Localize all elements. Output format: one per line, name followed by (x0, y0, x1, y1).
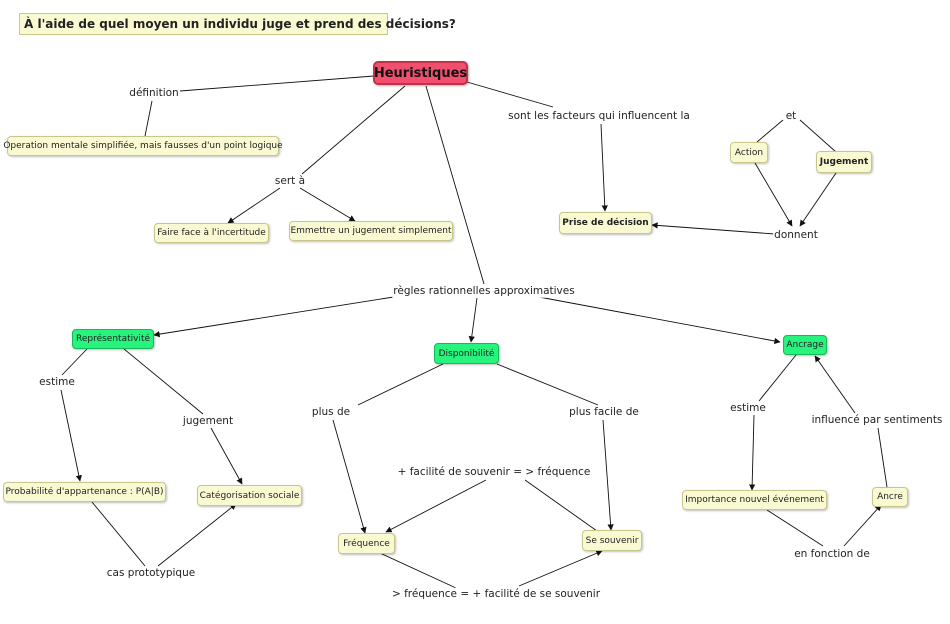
node-frequence[interactable]: Fréquence (338, 533, 395, 554)
node-categorisation[interactable]: Catégorisation sociale (197, 485, 302, 506)
label-regles: règles rationnelles approximatives (392, 284, 576, 298)
node-representativite[interactable]: Représentativité (72, 329, 154, 349)
node-incertitude[interactable]: Faire face à l'incertitude (154, 223, 269, 243)
label-estime-right: estime (729, 401, 767, 415)
label-facteurs: sont les facteurs qui influencent la (507, 109, 691, 123)
label-donnent: donnent (773, 228, 819, 242)
node-prise-decision[interactable]: Prise de décision (559, 212, 652, 234)
node-action[interactable]: Action (730, 142, 768, 163)
label-plus-facile: plus facile de (568, 405, 640, 419)
node-disponibilite[interactable]: Disponibilité (434, 343, 499, 364)
label-et: et (784, 109, 798, 123)
label-en-fonction-de: en fonction de (793, 547, 871, 561)
node-importance[interactable]: Importance nouvel événement (682, 490, 827, 510)
label-plus-de: plus de (310, 405, 352, 419)
node-probabilite[interactable]: Probabilité d'appartenance : P(A|B) (3, 482, 166, 502)
node-ancrage[interactable]: Ancrage (783, 335, 827, 355)
label-jugement: jugement (181, 414, 235, 428)
node-jugement[interactable]: Jugement (816, 151, 872, 173)
label-definition: définition (128, 86, 180, 100)
label-facilite-frequence: + facilité de souvenir = > fréquence (396, 465, 592, 479)
node-ancre[interactable]: Ancre (872, 487, 908, 507)
node-se-souvenir[interactable]: Se souvenir (582, 530, 642, 551)
page-title: À l'aide de quel moyen un individu juge … (19, 13, 456, 35)
label-estime-left: estime (38, 375, 76, 389)
label-sert-a: sert à (273, 174, 307, 188)
label-influence: influencé par sentiments (810, 413, 944, 427)
label-frequence-facilite: > fréquence = + facilité de se souvenir (390, 587, 602, 601)
label-cas-prototypique: cas prototypique (105, 566, 197, 580)
node-heuristiques[interactable]: Heuristiques (373, 61, 468, 85)
node-jugement-simple[interactable]: Emmettre un jugement simplement (289, 221, 453, 241)
node-operation[interactable]: Operation mentale simplifiée, mais fauss… (3, 136, 283, 156)
